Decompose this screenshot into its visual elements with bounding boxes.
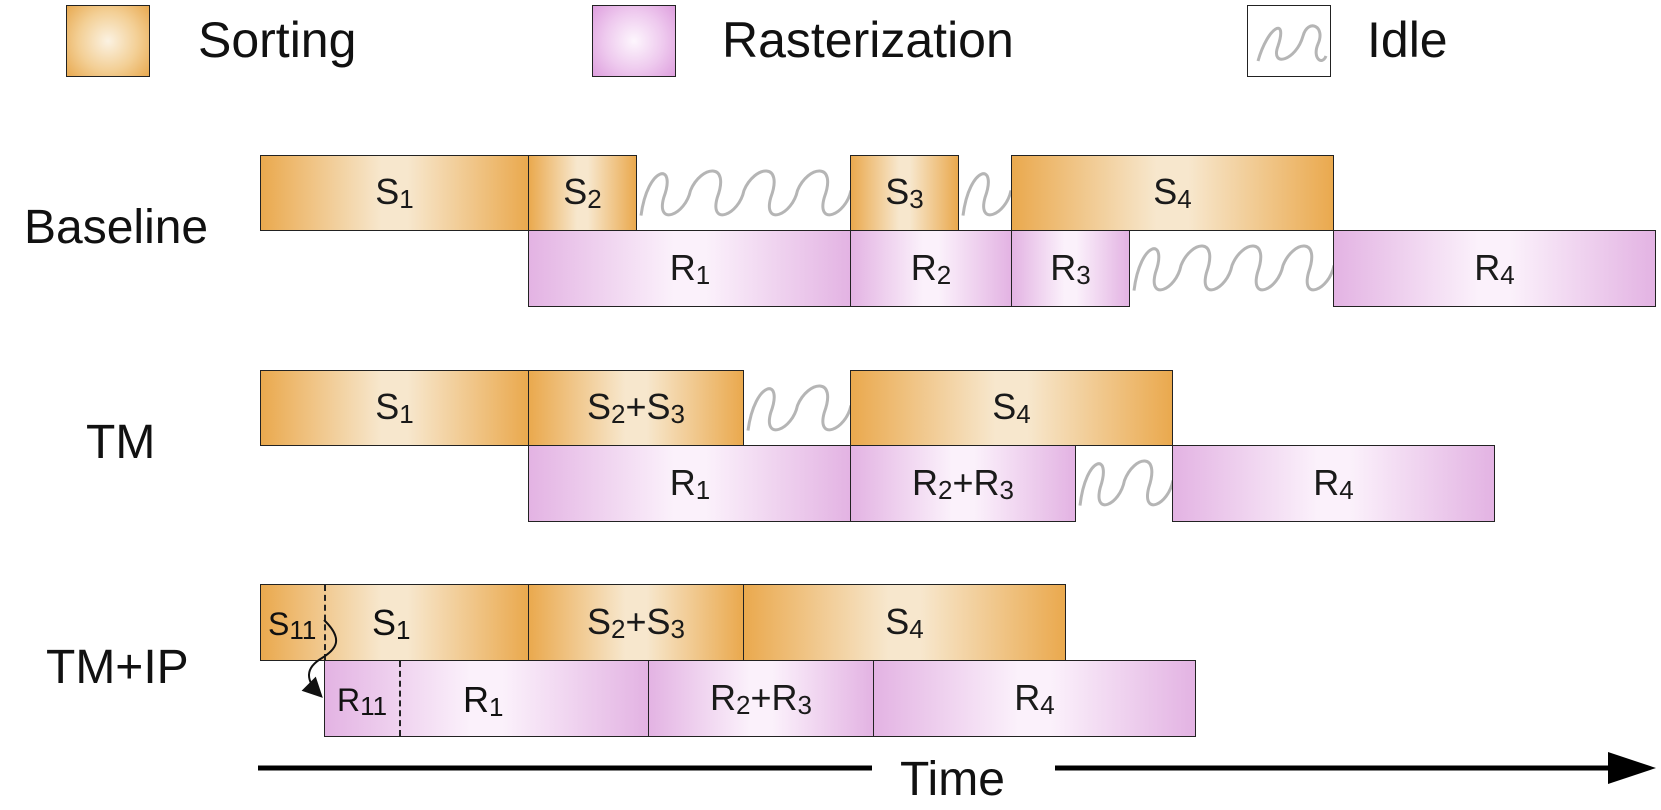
legend-idle-label: Idle bbox=[1367, 12, 1448, 68]
tmip-sort-s11-s1 bbox=[260, 584, 529, 661]
tm-idle-rast bbox=[1076, 448, 1173, 520]
tm-rast-r1: R1 bbox=[528, 445, 852, 522]
tmip-label-r11: R11 bbox=[337, 682, 388, 721]
baseline-idle-rast bbox=[1130, 233, 1334, 305]
tm-sort-s4: S4 bbox=[850, 370, 1173, 446]
baseline-sort-s3: S3 bbox=[850, 155, 959, 231]
tm-idle-sort bbox=[744, 373, 851, 445]
idle-swatch bbox=[1247, 5, 1331, 77]
row-label-tm: TM bbox=[86, 416, 156, 469]
tmip-label-s11: S11 bbox=[268, 606, 317, 645]
tmip-sort-s4: S4 bbox=[743, 584, 1066, 661]
baseline-rast-r3: R3 bbox=[1011, 230, 1130, 307]
tmip-rast-r2r3: R2+R3 bbox=[648, 660, 874, 737]
tmip-label-r1: R1 bbox=[463, 679, 504, 722]
baseline-sort-s4: S4 bbox=[1011, 155, 1334, 231]
tm-rast-r2r3: R2+R3 bbox=[850, 445, 1076, 522]
tmip-label-s1: S1 bbox=[372, 602, 411, 645]
time-axis-label: Time bbox=[900, 753, 1005, 806]
row-label-baseline: Baseline bbox=[24, 201, 209, 254]
legend-sorting-label: Sorting bbox=[198, 12, 357, 68]
tmip-rast-r11-r1 bbox=[324, 660, 649, 737]
baseline-sort-s1: S1 bbox=[260, 155, 529, 231]
legend-rasterization-label: Rasterization bbox=[722, 12, 1014, 68]
baseline-idle-sort-2 bbox=[959, 158, 1011, 230]
sorting-swatch bbox=[66, 5, 150, 77]
tmip-sort-s2s3: S2+S3 bbox=[528, 584, 744, 661]
rasterization-swatch bbox=[592, 5, 676, 77]
baseline-rast-r4: R4 bbox=[1333, 230, 1656, 307]
baseline-rast-r1: R1 bbox=[528, 230, 852, 307]
tmip-rast-r4: R4 bbox=[873, 660, 1196, 737]
baseline-idle-sort-1 bbox=[637, 158, 851, 230]
baseline-rast-r2: R2 bbox=[850, 230, 1012, 307]
tmip-sort-split-divider bbox=[324, 585, 326, 660]
tm-sort-s1: S1 bbox=[260, 370, 529, 446]
tmip-rast-split-divider bbox=[399, 661, 401, 736]
idle-squiggle-icon bbox=[1256, 24, 1328, 62]
row-label-tmip: TM+IP bbox=[46, 641, 189, 694]
tm-sort-s2s3: S2+S3 bbox=[528, 370, 744, 446]
tm-rast-r4: R4 bbox=[1172, 445, 1495, 522]
